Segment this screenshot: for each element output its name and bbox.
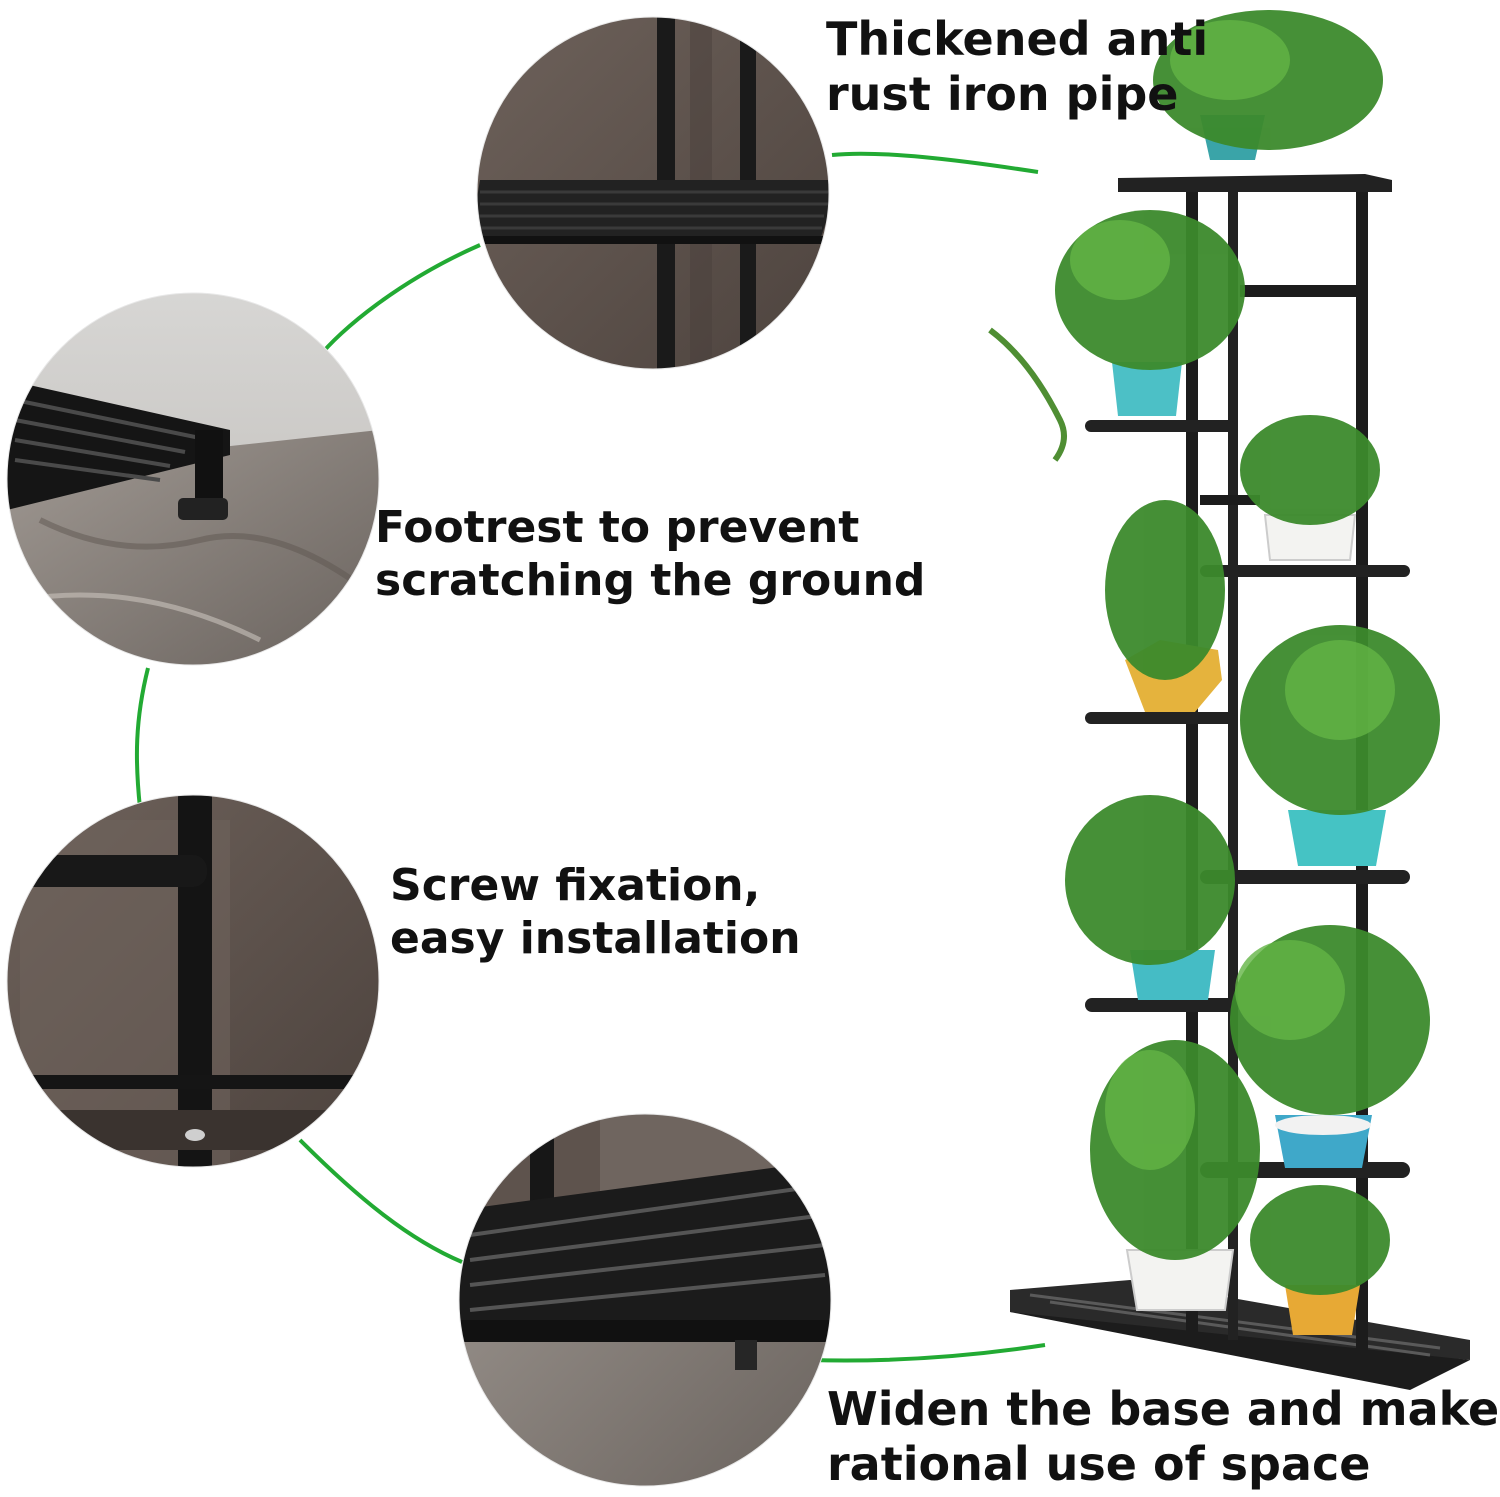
callout-screw: Screw fixation, easy installation (390, 860, 801, 966)
callout-base-line-2: rational use of space (827, 1437, 1371, 1492)
callout-pipe: Thickened anti rust iron pipe (826, 12, 1208, 122)
callout-footrest-line-2: scratching the ground (375, 554, 926, 606)
callout-pipe-line-2: rust iron pipe (826, 67, 1179, 122)
callout-footrest: Footrest to prevent scratching the groun… (375, 502, 925, 608)
callout-base-line-1: Widen the base and make (827, 1382, 1500, 1436)
base-closeup-icon (459, 1114, 831, 1486)
callout-screw-line-1: Screw fixation, (390, 860, 761, 911)
screw-closeup-icon (7, 795, 379, 1167)
callout-base: Widen the base and make rational use of … (827, 1382, 1499, 1492)
pipe-closeup-icon (477, 17, 829, 369)
connector-line (134, 151, 1046, 1363)
callout-screw-line-2: easy installation (390, 912, 801, 964)
footrest-closeup-icon (7, 293, 379, 665)
plant-stand-image (988, 10, 1470, 1390)
callout-footrest-line-1: Footrest to prevent (375, 502, 860, 553)
callout-pipe-line-1: Thickened anti (826, 12, 1209, 66)
